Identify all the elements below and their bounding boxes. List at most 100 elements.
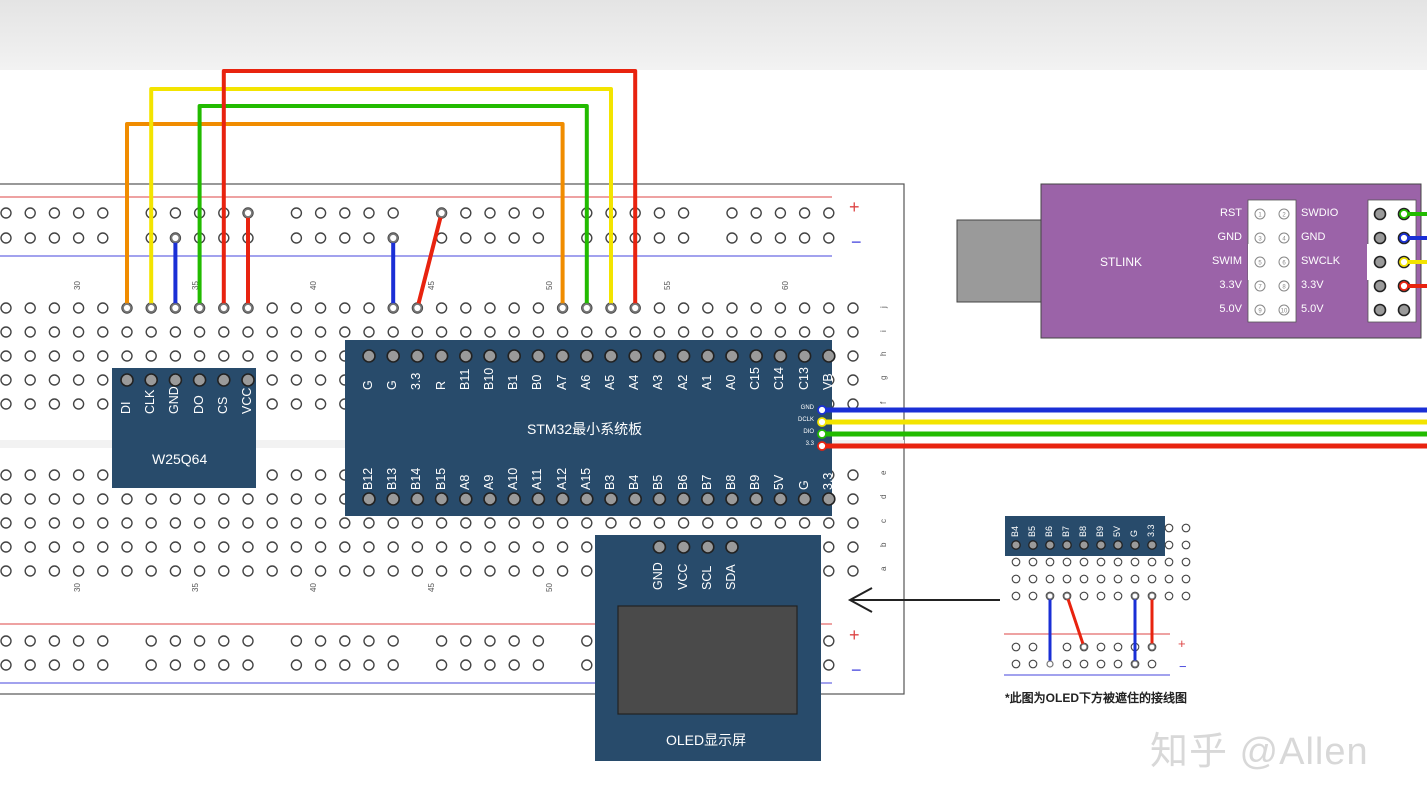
stm32-bottom-pin — [410, 492, 425, 506]
breadboard-hole — [629, 517, 641, 529]
inset-pin-label: B5 — [1027, 525, 1037, 537]
breadboard-hole — [169, 517, 182, 529]
breadboard-hole — [847, 326, 859, 338]
stm32-top-pin — [434, 349, 449, 363]
usb-plug — [956, 219, 1044, 303]
breadboard-hole — [847, 565, 859, 577]
stm32-top-pin — [652, 349, 667, 363]
stm32-top-pin — [507, 349, 522, 363]
breadboard-hole — [823, 302, 835, 314]
breadboard-hole — [387, 565, 399, 577]
row-letter: i — [879, 330, 888, 332]
breadboard-hole — [193, 565, 206, 577]
breadboard-hole — [193, 493, 206, 505]
inset-stm32-pin — [1113, 540, 1123, 550]
row-letter: h — [879, 352, 888, 356]
stm32-bottom-pin-label: 5V — [772, 474, 787, 490]
breadboard-hole — [702, 302, 714, 314]
stm32-top-pin — [700, 349, 715, 363]
breadboard-hole — [193, 350, 206, 362]
breadboard-hole — [145, 517, 157, 529]
stm32-bottom-pin — [725, 492, 739, 506]
breadboard-hole — [72, 374, 85, 386]
breadboard-hole — [24, 398, 36, 410]
stlink-pin-number: 2 — [1282, 213, 1286, 219]
breadboard-hole — [242, 326, 254, 338]
stm32-board — [345, 340, 832, 516]
stlink-swd-pin — [1373, 279, 1387, 293]
breadboard-hole — [556, 517, 569, 529]
breadboard-hole — [266, 541, 278, 553]
breadboard-hole — [266, 398, 278, 410]
breadboard-hole — [24, 517, 36, 529]
stm32-top-pin-label: A7 — [554, 374, 569, 390]
stlink-pin-number: 8 — [1282, 285, 1286, 291]
stlink-right-label: 5.0V — [1301, 303, 1324, 315]
w25q64-pin-label: CLK — [143, 389, 158, 414]
inset-hole — [1011, 557, 1021, 567]
inset-hole — [1062, 574, 1072, 584]
oled-pin — [700, 540, 715, 554]
row-letter: f — [879, 401, 888, 404]
wire-end — [122, 303, 132, 313]
stm32-bottom-pin-label: B8 — [724, 474, 738, 490]
wire-end — [557, 303, 568, 313]
breadboard-hole — [847, 517, 859, 529]
stm32-swd-label: 3.3 — [805, 441, 814, 447]
breadboard-hole — [411, 517, 424, 529]
stm32-bottom-pin-label: A9 — [482, 474, 496, 490]
stm32-top-pin-label: C13 — [796, 367, 811, 390]
column-number: 50 — [545, 583, 554, 592]
oled-screen — [617, 605, 798, 715]
rail-hole — [48, 207, 61, 219]
breadboard-hole — [48, 374, 61, 386]
column-number: 35 — [191, 583, 200, 592]
inset-hole — [1028, 574, 1038, 584]
breadboard-hole — [314, 374, 327, 386]
w25q64-pin-label: DO — [191, 395, 206, 414]
wire-end — [170, 233, 181, 243]
stlink-left-label: 3.3V — [1219, 279, 1242, 291]
inset-pin-label: B8 — [1078, 525, 1088, 537]
wire-swd-end — [817, 429, 827, 439]
breadboard-hole — [24, 493, 36, 505]
breadboard-hole — [48, 398, 61, 410]
arrow-head — [847, 587, 873, 613]
breadboard-hole — [121, 517, 133, 529]
column-number: 45 — [427, 281, 436, 290]
w25q64-pin-label: DI — [119, 401, 133, 415]
breadboard-hole — [508, 565, 520, 577]
stm32-top-pin-label: G — [361, 380, 375, 390]
rail-hole — [242, 659, 254, 671]
breadboard-hole — [242, 493, 254, 505]
oled-pin — [676, 540, 691, 554]
inset-wire-end — [1046, 592, 1054, 600]
inset-hole — [1062, 557, 1072, 567]
stlink-swd-pin — [1397, 303, 1411, 317]
wire-end — [388, 233, 399, 243]
breadboard-hole — [411, 565, 424, 577]
breadboard-hole — [750, 302, 762, 314]
breadboard-hole — [823, 517, 835, 529]
breadboard-hole — [218, 517, 230, 529]
wires — [122, 69, 1427, 668]
rail-hole — [193, 635, 206, 647]
breadboard-hole — [266, 493, 278, 505]
breadboard-hole — [48, 517, 61, 529]
breadboard-hole — [508, 302, 520, 314]
inset-hole — [1028, 557, 1038, 567]
breadboard-hole — [532, 565, 545, 577]
rail-hole — [97, 232, 109, 244]
stlink-pin-number: 6 — [1282, 261, 1286, 267]
breadboard-hole — [774, 517, 787, 529]
rail-hole — [387, 635, 399, 647]
breadboard-hole — [702, 326, 714, 338]
rail-hole — [314, 659, 327, 671]
rail-hole — [750, 232, 762, 244]
breadboard-hole — [97, 541, 109, 553]
breadboard-hole — [460, 565, 472, 577]
wire-cs — [221, 69, 638, 310]
inset-hole — [1045, 574, 1055, 584]
rail-hole — [653, 232, 666, 244]
wire-end — [412, 303, 423, 313]
